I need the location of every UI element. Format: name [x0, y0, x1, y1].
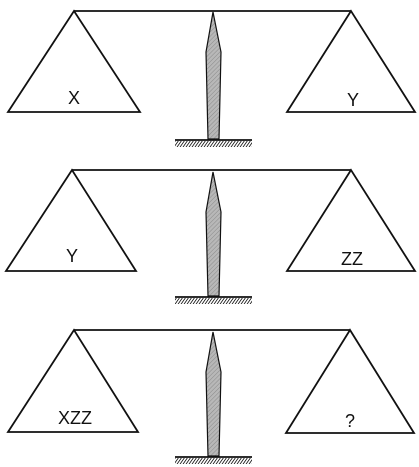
scale-1: X Y [8, 11, 415, 147]
scale-2-ground-hatch [175, 298, 252, 304]
scale-1-needle [206, 12, 221, 139]
scale-2: Y ZZ [6, 170, 415, 304]
scale-1-right-label: Y [347, 90, 359, 110]
scale-3-ground-hatch [175, 458, 252, 464]
scale-3: XZZ ? [8, 330, 414, 464]
scale-1-ground-hatch [175, 141, 252, 147]
scale-3-left-label: XZZ [58, 408, 92, 428]
scale-1-left-label: X [68, 88, 80, 108]
scale-2-needle [206, 172, 221, 296]
scale-3-needle [206, 332, 221, 456]
scale-2-right-label: ZZ [341, 249, 363, 269]
scale-2-left-label: Y [66, 246, 78, 266]
scale-3-right-label: ? [345, 411, 355, 431]
